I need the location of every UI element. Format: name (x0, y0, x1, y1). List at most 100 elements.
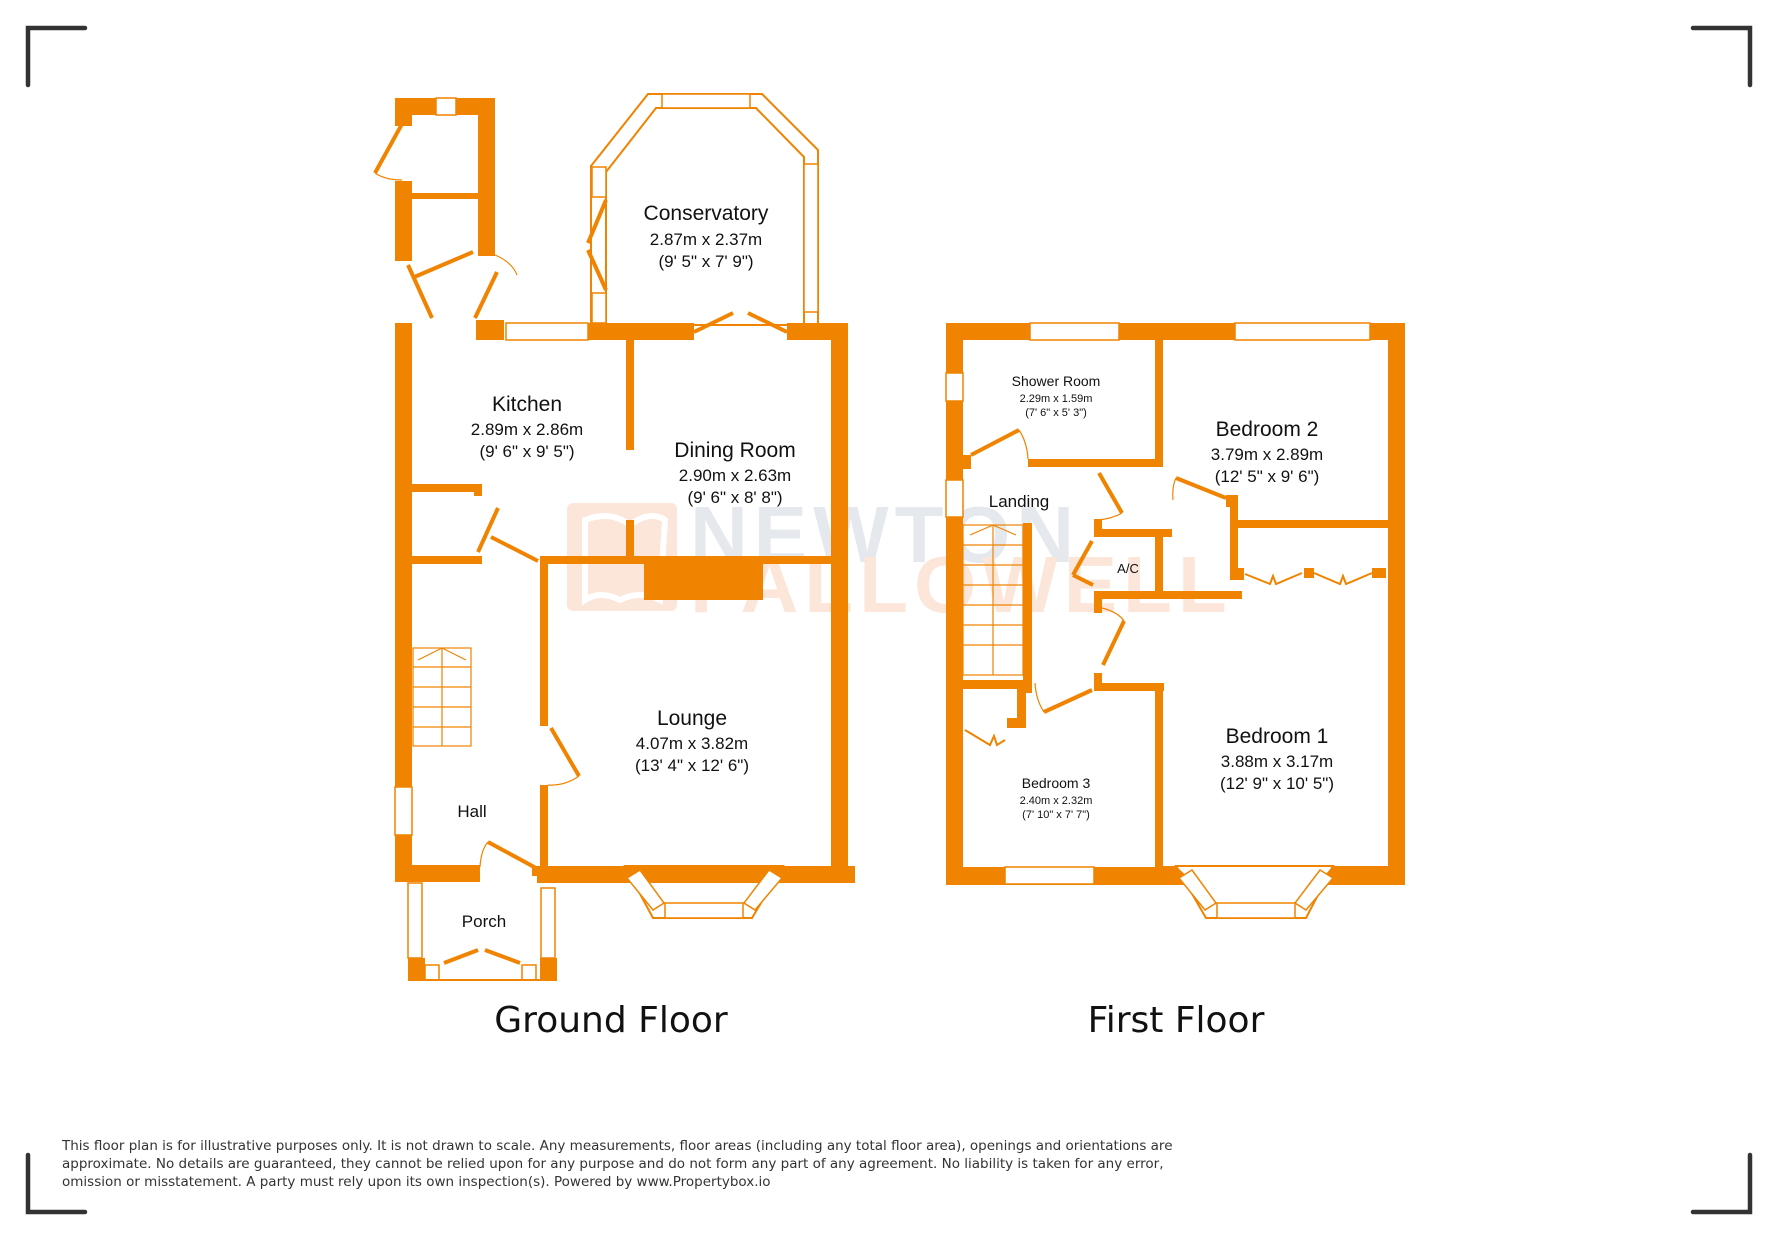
wall (540, 556, 548, 726)
window (945, 372, 964, 402)
ac-cupboard-door (1071, 540, 1094, 576)
wardrobe-doors (1244, 572, 1303, 586)
ground-floor-stairs (412, 647, 472, 747)
door-swing (374, 172, 403, 181)
room-dimensions-imperial: (12' 5" x 9' 6") (1215, 467, 1320, 486)
stair-arrow-icon (417, 647, 467, 661)
wall (395, 865, 480, 882)
room-dimensions-metric: 3.88m x 3.17m (1221, 752, 1333, 771)
room-name: Shower Room (1012, 373, 1101, 389)
first-floor-plan: Shower Room 2.29m x 1.59m (7' 6" x 5' 3"… (945, 322, 1405, 1041)
wall (410, 484, 480, 492)
disclaimer-text: This floor plan is for illustrative purp… (62, 1137, 1262, 1191)
wall (1230, 495, 1238, 580)
room-dimensions-imperial: (9' 6" x 8' 8") (687, 488, 782, 507)
door (473, 271, 499, 319)
wall (1094, 673, 1102, 690)
room-name: Bedroom 3 (1022, 775, 1091, 791)
room-dimensions-metric: 4.07m x 3.82m (636, 734, 748, 753)
wall (1155, 529, 1163, 599)
wall (395, 181, 412, 261)
wall (1094, 591, 1242, 599)
door-swing (1096, 512, 1123, 521)
wall (540, 785, 548, 875)
bedroom-2-door (1175, 476, 1227, 500)
door (373, 123, 404, 174)
wall (588, 323, 694, 340)
room-label-conservatory: Conservatory 2.87m x 2.37m (9' 5" x 7' 9… (644, 202, 769, 271)
room-name: Bedroom 1 (1226, 725, 1329, 748)
room-label-ac: A/C (1117, 561, 1139, 576)
wall (1094, 519, 1102, 537)
first-floor-stairs (962, 523, 1032, 693)
wall (1238, 520, 1388, 528)
conservatory-side-door (586, 249, 608, 291)
kitchen-hall-door (490, 535, 539, 563)
bedroom-1-door (1101, 620, 1126, 666)
door-swing (547, 775, 580, 786)
window (803, 163, 819, 313)
wall (1155, 340, 1163, 467)
room-label-bedroom-2: Bedroom 2 3.79m x 2.89m (12' 5" x 9' 6") (1211, 418, 1323, 486)
window (1029, 322, 1120, 341)
window (407, 882, 423, 959)
porch-door (443, 948, 479, 965)
wall (395, 323, 412, 881)
wall (1372, 568, 1386, 578)
room-label-bedroom-1: Bedroom 1 3.88m x 3.17m (12' 9" x 10' 5"… (1220, 725, 1334, 793)
room-dimensions-metric: 2.40m x 2.32m (1020, 795, 1093, 807)
door-swing (479, 841, 489, 868)
wall (476, 320, 504, 340)
room-name: Bedroom 2 (1216, 418, 1319, 441)
room-dimensions-metric: 2.29m x 1.59m (1020, 393, 1093, 405)
wall (1155, 683, 1163, 885)
wall (540, 556, 848, 564)
shower-room-door (970, 428, 1020, 457)
window (505, 322, 589, 341)
chimney-breast (644, 564, 763, 600)
wall (1316, 866, 1405, 885)
wall (478, 98, 495, 256)
room-label-porch: Porch (462, 912, 506, 931)
wall (766, 866, 848, 883)
wall (626, 520, 634, 556)
room-dimensions-imperial: (13' 4" x 12' 6") (635, 756, 749, 775)
wall (410, 556, 482, 564)
wall (395, 193, 495, 199)
room-label-kitchen: Kitchen 2.89m x 2.86m (9' 6" x 9' 5") (471, 393, 583, 461)
ground-floor-plan: Conservatory 2.87m x 2.37m (9' 5" x 7' 9… (373, 93, 855, 1041)
wall (963, 680, 1031, 689)
wall (1304, 568, 1314, 578)
window (945, 479, 964, 518)
door (406, 264, 434, 319)
porch-door (484, 948, 521, 965)
door-swing (1172, 477, 1177, 501)
room-dimensions-imperial: (7' 6" x 5' 3") (1025, 407, 1087, 419)
room-label-bedroom-3: Bedroom 3 2.40m x 2.32m (7' 10" x 7' 7") (1020, 775, 1093, 821)
window (1293, 869, 1335, 911)
cupboard-door (476, 507, 500, 553)
disclaimer-line: approximate. No details are guaranteed, … (62, 1156, 1164, 1172)
window (742, 869, 784, 911)
wall (395, 98, 412, 126)
floor-title-ground: Ground Floor (494, 1000, 728, 1041)
landing-door (1097, 472, 1124, 514)
wall (1028, 459, 1163, 467)
window (591, 166, 607, 198)
window (424, 964, 440, 981)
wall (831, 323, 848, 882)
window (664, 902, 744, 919)
wall (1023, 523, 1032, 693)
wall (474, 484, 482, 496)
room-dimensions-metric: 2.89m x 2.86m (471, 420, 583, 439)
door-swing (1034, 682, 1045, 713)
window (1004, 866, 1095, 885)
room-dimensions-imperial: (9' 6" x 9' 5") (479, 442, 574, 461)
room-dimensions-metric: 3.79m x 2.89m (1211, 445, 1323, 464)
front-door (487, 840, 537, 870)
room-name: Lounge (657, 707, 727, 730)
window (1177, 868, 1218, 911)
door-swing (494, 254, 518, 276)
room-label-lounge: Lounge 4.07m x 3.82m (13' 4" x 12' 6") (635, 707, 749, 775)
corner-mark-bottom-left (25, 1152, 88, 1215)
